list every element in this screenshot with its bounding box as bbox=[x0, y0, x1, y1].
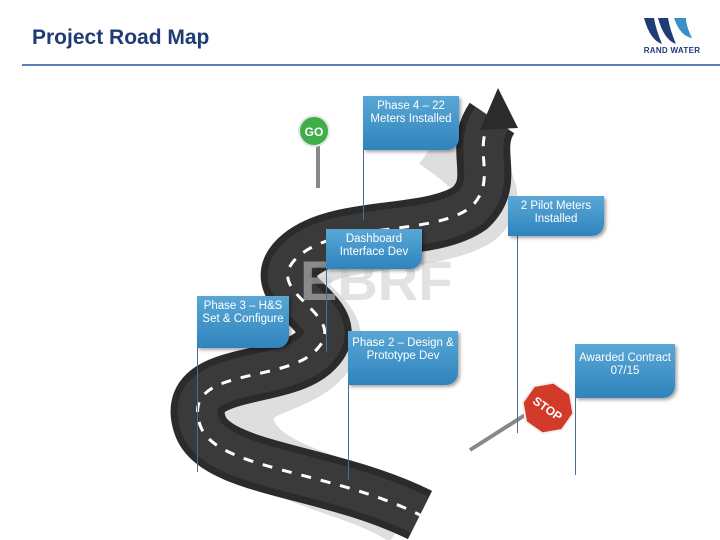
road-center-line bbox=[196, 117, 494, 517]
page-title: Project Road Map bbox=[32, 26, 210, 49]
go-sign-text: GO bbox=[305, 125, 324, 139]
logo-mark-icon bbox=[644, 18, 692, 44]
road-arrow-head bbox=[480, 88, 518, 130]
milestone-pole bbox=[348, 385, 349, 480]
milestone-flag: 2 Pilot Meters Installed bbox=[508, 196, 604, 236]
milestone-pole bbox=[326, 262, 327, 352]
stop-sign-icon: STOP bbox=[521, 381, 575, 435]
milestone-pole bbox=[197, 342, 198, 472]
logo-text: RAND WATER bbox=[643, 46, 701, 55]
milestone-flag: Phase 4 – 22 Meters Installed bbox=[363, 96, 459, 150]
milestone-pole bbox=[575, 395, 576, 475]
milestone-pole bbox=[517, 223, 518, 433]
milestone-pole bbox=[363, 150, 364, 220]
stop-sign-pole bbox=[468, 413, 527, 452]
milestone-flag: Phase 3 – H&S Set & Configure bbox=[197, 296, 289, 348]
go-sign-icon bbox=[298, 115, 330, 147]
milestone-flag: Phase 2 – Design & Prototype Dev bbox=[348, 331, 458, 385]
title-divider bbox=[22, 64, 720, 66]
milestone-flag: Awarded Contract 07/15 bbox=[575, 344, 675, 398]
milestone-flag: Dashboard Interface Dev bbox=[326, 229, 422, 269]
